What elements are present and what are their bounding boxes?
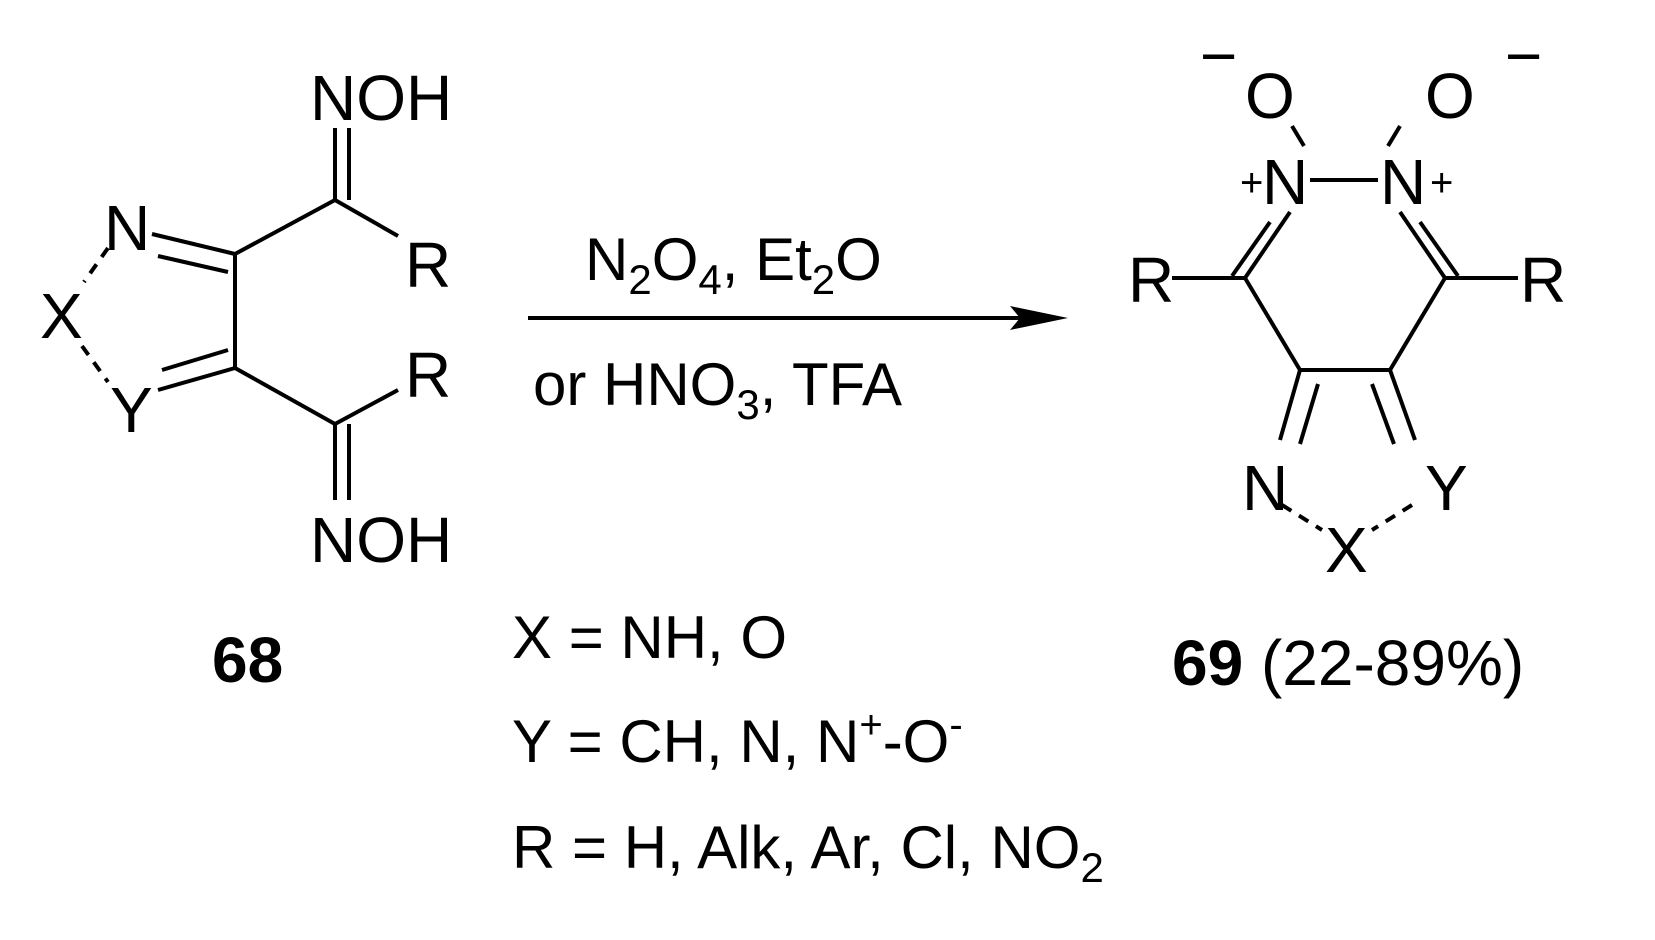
r-top-label: R — [405, 229, 451, 301]
compound-69-caption: 69 (22-89%) — [1172, 627, 1524, 699]
r-bottom-label: R — [405, 339, 451, 411]
bond-n-x-dashed — [1280, 503, 1324, 532]
definition-x: X = NH, O — [512, 604, 787, 671]
product-structure: O − O − + N N + R R N Y X — [1128, 20, 1566, 586]
bond-c4-c-oxime-bottom — [234, 366, 336, 426]
ring-n-label: N — [104, 192, 150, 264]
bond-n-c3-double — [157, 254, 229, 274]
definition-y: Y = CH, N, N+-O- — [512, 703, 963, 775]
definition-r: R = H, Alk, Ar, Cl, NO2 — [512, 814, 1104, 891]
compound-69-yield: (22-89%) — [1243, 627, 1524, 699]
ring-x-label: X — [40, 280, 83, 352]
bond-n-c-right — [1398, 210, 1447, 280]
reaction-conditions: N2O4, Et2O or HNO3, TFA — [533, 226, 902, 428]
compound-68-number: 68 — [212, 624, 283, 696]
oxime-top-label: NOH — [310, 62, 452, 134]
ring-n-label: N — [1242, 452, 1288, 524]
bond-c-r-top — [334, 198, 399, 238]
bond-n-c3 — [151, 232, 236, 256]
bond-c4-y-double — [161, 348, 229, 372]
bond-c-c-left — [1243, 276, 1302, 372]
ring-y-label: Y — [1425, 452, 1468, 524]
bond-n-o-right — [1386, 124, 1402, 148]
r-right-label: R — [1520, 244, 1566, 316]
bond-c4-y — [157, 366, 236, 392]
bond-n-c-right-double — [1418, 220, 1460, 278]
bond-c-y-ring-double — [1370, 383, 1396, 445]
bond-n-c-left-double — [1230, 220, 1272, 278]
bond-n-c-left — [1243, 210, 1292, 280]
variable-definitions: X = NH, O Y = CH, N, N+-O- R = H, Alk, A… — [512, 604, 1104, 891]
conditions-line-1: N2O4, Et2O — [585, 226, 882, 303]
oxime-bottom-label: NOH — [310, 504, 452, 576]
bond-c-n-ring-double — [1298, 383, 1320, 445]
reactant-structure: NOH R R NOH N X Y — [40, 62, 452, 576]
bond-c-y-ring — [1388, 369, 1417, 441]
conditions-line-2: or HNO3, TFA — [533, 351, 902, 428]
bond-n-x-dashed — [82, 246, 110, 284]
o-right-label: O — [1425, 60, 1475, 132]
ring-x-label: X — [1325, 514, 1368, 586]
r-left-label: R — [1128, 244, 1174, 316]
minus-right: − — [1505, 20, 1542, 92]
n-left-label: N — [1262, 146, 1308, 218]
n-right-label: N — [1380, 146, 1426, 218]
reaction-arrow — [528, 306, 1068, 330]
bond-c-r-bottom — [334, 388, 399, 426]
o-left-label: O — [1245, 60, 1295, 132]
bond-c3-c-oxime-top — [234, 198, 336, 256]
bond-y-x-dashed — [1370, 503, 1414, 532]
bond-c-c-right — [1388, 276, 1447, 372]
ring-y-label: Y — [110, 374, 153, 446]
bond-x-y-dashed — [80, 344, 110, 384]
bond-c-n-ring — [1278, 369, 1302, 441]
plus-left: + — [1240, 161, 1263, 205]
bond-n-o-left — [1290, 124, 1306, 148]
compound-69-number: 69 — [1172, 627, 1243, 699]
plus-right: + — [1430, 161, 1453, 205]
minus-left: − — [1200, 20, 1237, 92]
arrow-head — [1010, 306, 1068, 330]
